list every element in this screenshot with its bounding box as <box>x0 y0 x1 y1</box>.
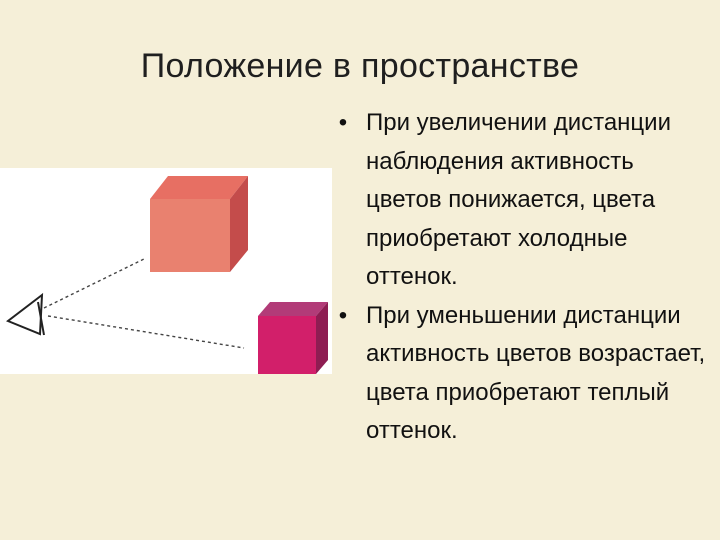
perspective-illustration <box>0 168 332 374</box>
sight-line-far <box>47 315 245 349</box>
near-cube-icon <box>150 176 248 272</box>
bullet-text: При увеличении дистанции наблюдения акти… <box>366 109 671 290</box>
far-cube-icon <box>258 302 328 374</box>
eye-stroke <box>37 301 45 336</box>
bullet-text: При уменьшении дистанции активность цвет… <box>366 301 706 445</box>
bullet-item-distance-decrease: • При уменьшении дистанции активность цв… <box>330 297 710 451</box>
bullet-item-distance-increase: • При увеличении дистанции наблюдения ак… <box>330 104 710 297</box>
bullet-marker: • <box>338 109 348 136</box>
slide-title: Положение в пространстве <box>140 47 580 85</box>
sight-line-near <box>43 257 147 309</box>
bullet-marker: • <box>338 301 348 329</box>
perspective-diagram <box>6 176 328 374</box>
bullet-list: • При увеличении дистанции наблюдения ак… <box>330 104 710 451</box>
eye-icon <box>6 292 45 336</box>
